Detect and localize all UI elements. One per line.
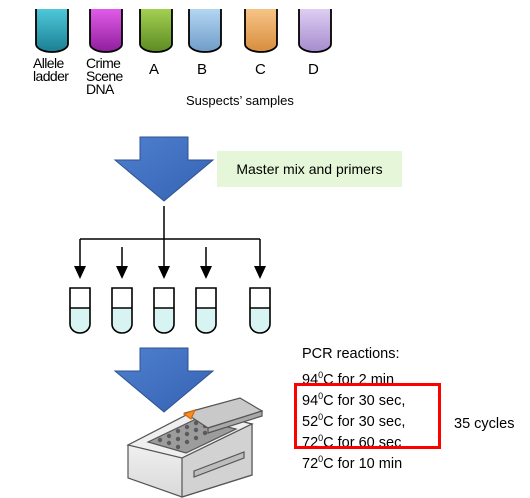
label-suspect-d: D (308, 61, 319, 78)
sample-tube-allele-ladder (35, 9, 69, 53)
arrowhead-2 (116, 266, 128, 279)
master-mix-box: Master mix and primers (217, 151, 402, 187)
pcr-step: 520C for 30 sec, (302, 412, 406, 430)
sample-tube-d (298, 9, 332, 53)
label-line: Crime (86, 55, 121, 71)
label-suspect-a: A (149, 61, 160, 78)
arrowheads (74, 266, 266, 279)
reaction-tube-5 (249, 287, 271, 334)
label-line: Scene (86, 68, 123, 84)
reaction-tube-4 (195, 287, 217, 334)
reaction-tube-2 (111, 287, 133, 334)
suspects-samples-label: Suspects’ samples (186, 93, 294, 108)
pcr-step: 940C for 30 sec, (302, 391, 406, 409)
cycles-label: 35 cycles (454, 416, 515, 432)
sample-tube-crime-scene (89, 9, 123, 53)
reaction-tube-3 (153, 287, 175, 334)
label-line: DNA (86, 81, 114, 97)
down-arrow-icon (113, 136, 215, 202)
master-mix-label: Master mix and primers (236, 161, 383, 177)
sample-tube-c (244, 9, 278, 53)
thermal-cycler-icon (126, 397, 264, 498)
label-line: Allele (33, 55, 64, 71)
arrowhead-4 (200, 266, 212, 279)
reaction-tubes (69, 287, 271, 334)
label-suspect-c: C (255, 61, 266, 78)
sample-tube-b (188, 9, 222, 53)
down-arrow-icon-2 (113, 347, 215, 413)
cycle-bracket-box (294, 383, 441, 449)
pcr-step: 720C for 10 min (302, 454, 403, 472)
arrowhead-3 (158, 266, 170, 279)
reaction-tube-1 (69, 287, 91, 334)
distribution-lines (79, 206, 261, 267)
label-suspect-b: B (197, 61, 208, 78)
arrowhead-1 (74, 266, 86, 279)
label-line: ladder (33, 68, 69, 84)
sample-tube-a (139, 9, 173, 53)
pcr-title: PCR reactions: (302, 346, 400, 362)
arrowhead-5 (254, 266, 266, 279)
